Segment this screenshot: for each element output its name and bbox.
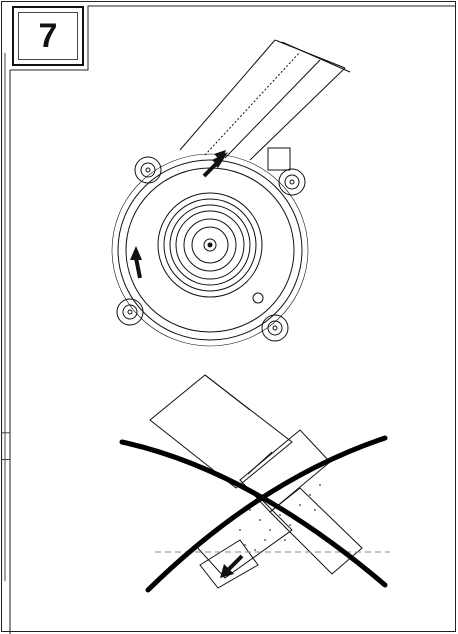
pump-housing-outer xyxy=(117,159,303,341)
step-number: 7 xyxy=(38,16,58,55)
step-number-inner: 7 xyxy=(18,12,78,60)
screw-mounts xyxy=(116,156,306,342)
outlet-tube xyxy=(179,39,351,161)
step-number-box: 7 xyxy=(12,6,84,66)
stipple xyxy=(239,484,321,551)
impeller xyxy=(157,192,263,298)
flow-arrows xyxy=(130,150,228,279)
flow-arrow-down xyxy=(220,554,244,578)
cross-out-mark xyxy=(119,435,388,593)
